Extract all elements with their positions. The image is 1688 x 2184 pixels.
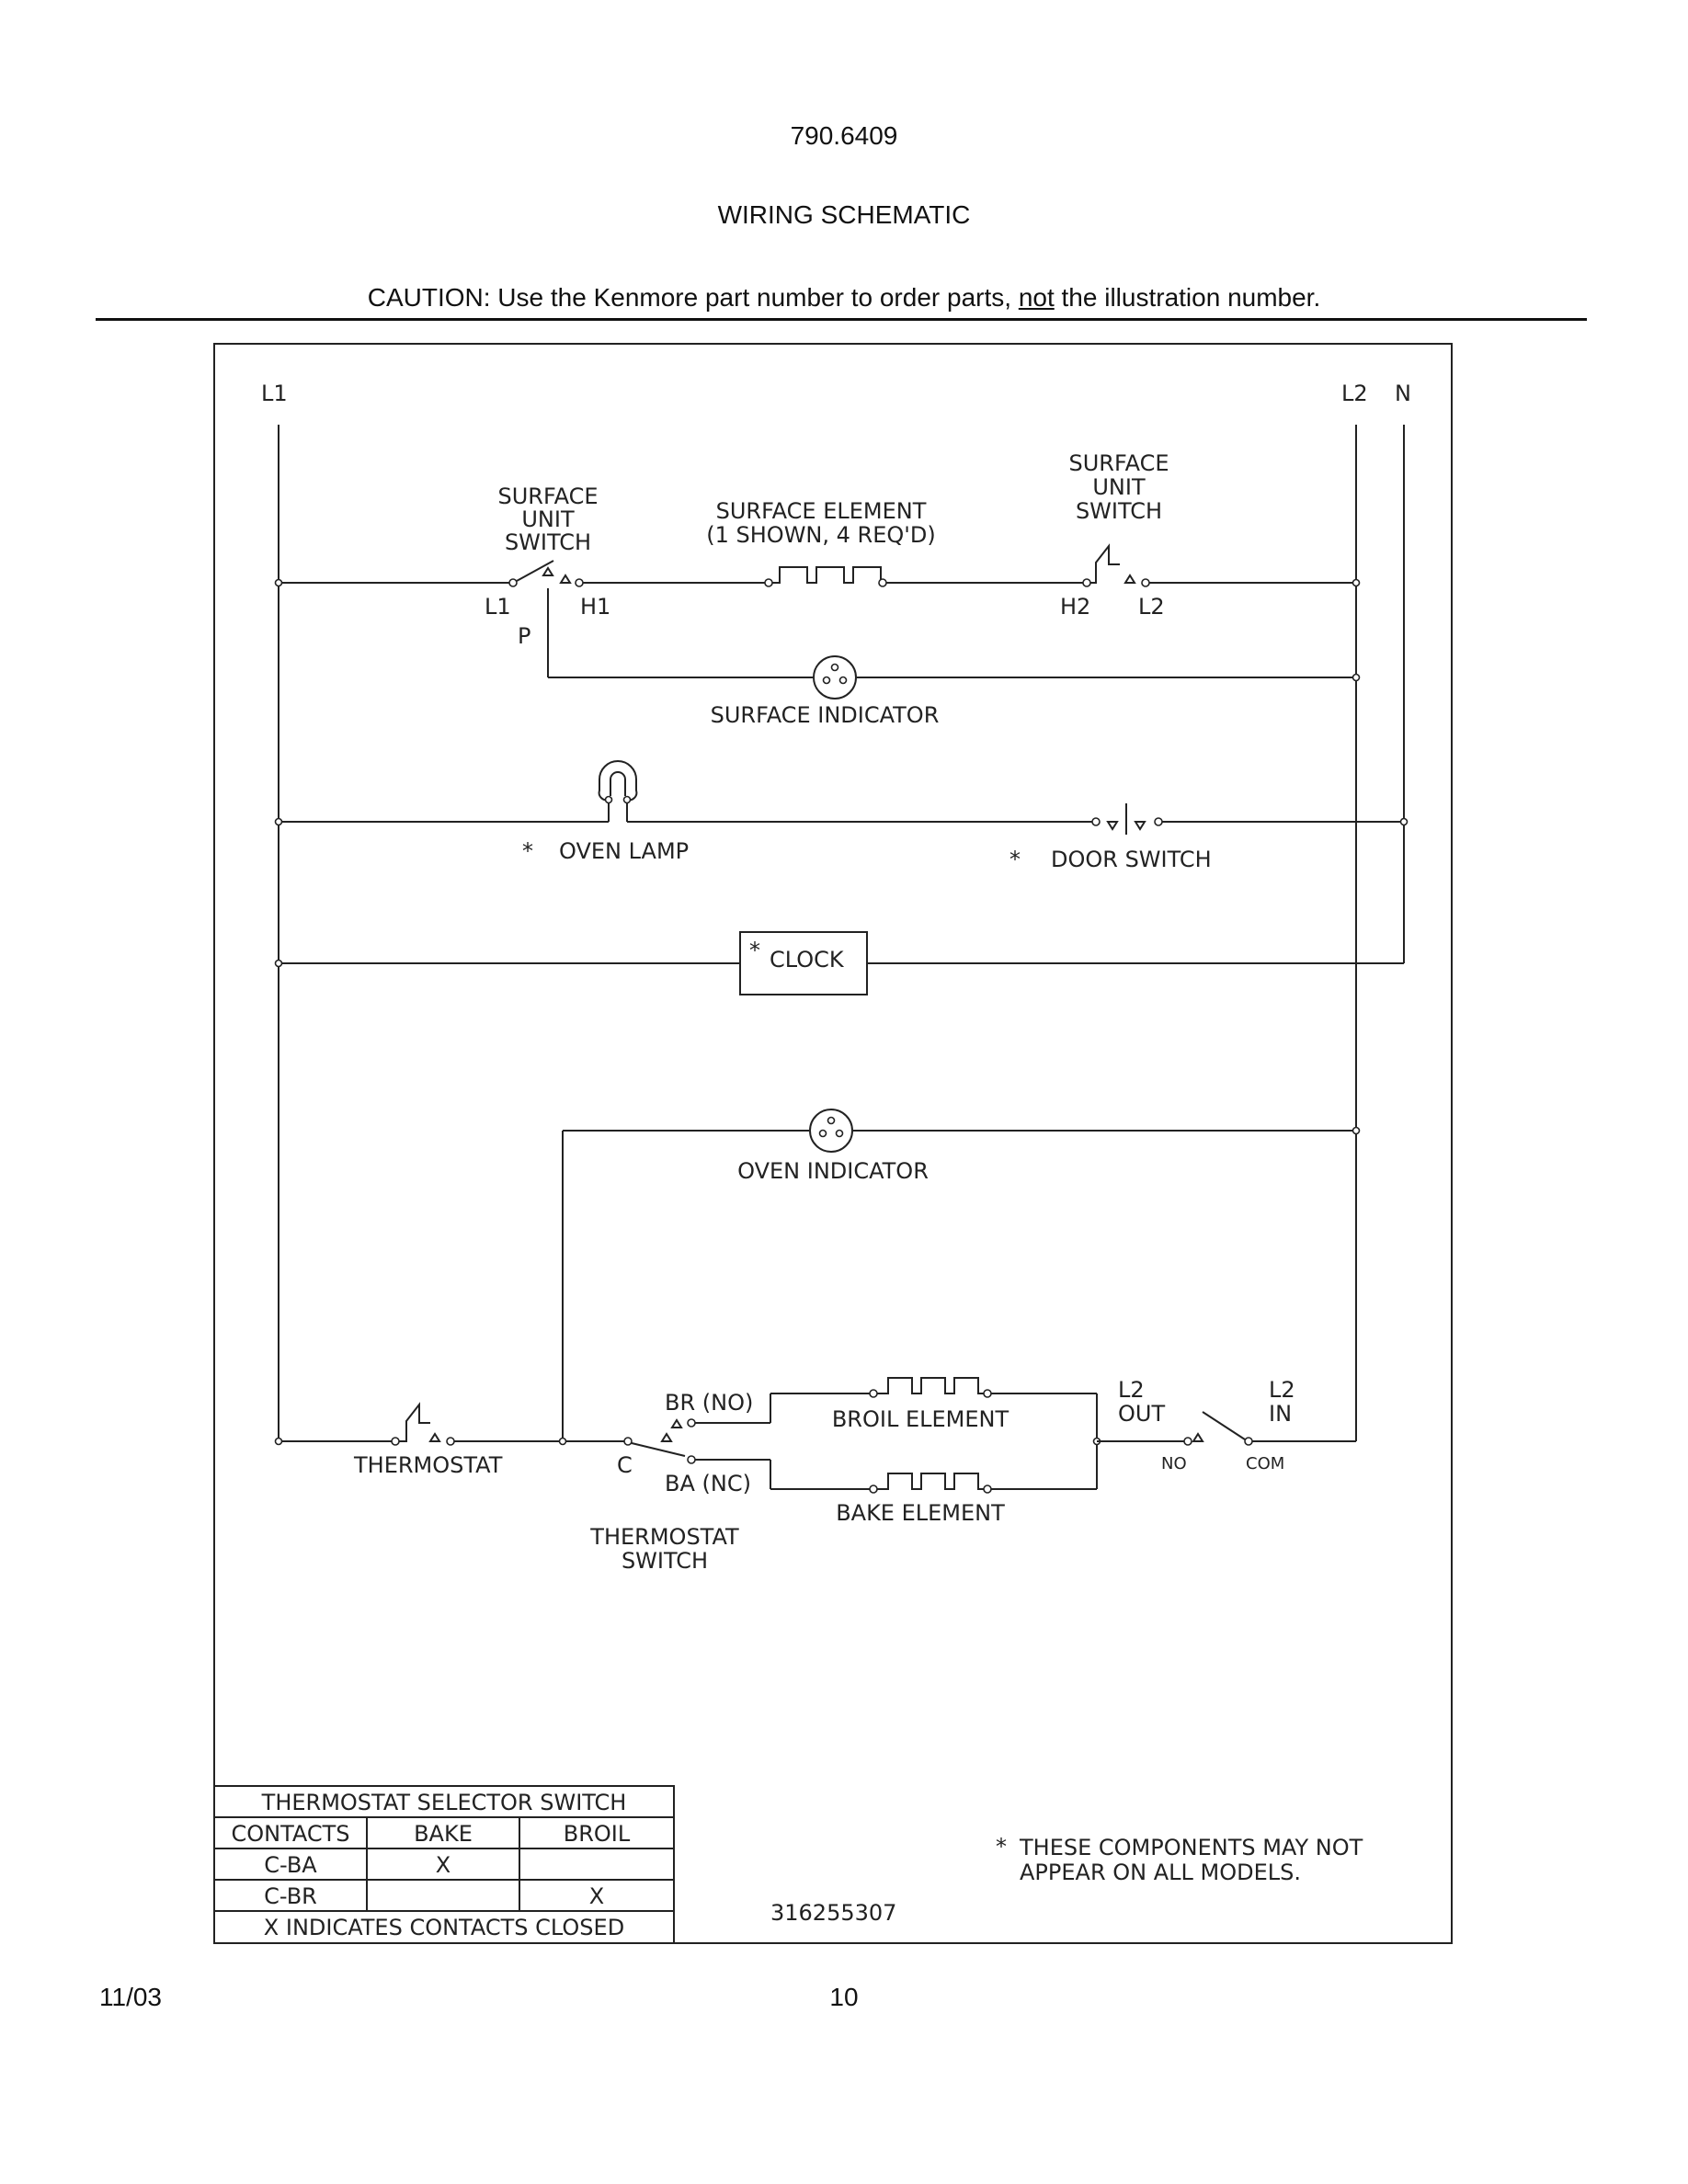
oven-lamp-bulb xyxy=(598,760,638,822)
l2-in-label-1: L2 xyxy=(1269,1377,1295,1403)
thermostat-c-label: C xyxy=(617,1452,633,1478)
thermostat-switch-blade xyxy=(631,1442,686,1457)
oven-indicator-label: OVEN INDICATOR xyxy=(737,1158,929,1184)
header-rule xyxy=(96,318,1587,321)
selector-row1-contacts: C-BA xyxy=(264,1852,317,1878)
surface-element-label-2: (1 SHOWN, 4 REQ'D) xyxy=(706,522,935,548)
l2-out-label-2: OUT xyxy=(1118,1401,1165,1427)
selector-table-footer: X INDICATES CONTACTS CLOSED xyxy=(264,1915,624,1940)
surface-element-label-1: SURFACE ELEMENT xyxy=(716,498,927,524)
note-star: * xyxy=(996,1834,1007,1860)
footer-page-number: 10 xyxy=(829,1983,859,2011)
caution-post: the illustration number. xyxy=(1054,283,1321,312)
switch-terminal-p: P xyxy=(518,623,530,649)
l2-in-label-2: IN xyxy=(1269,1401,1292,1427)
surface-unit-switch-right-label-3: SWITCH xyxy=(1076,498,1162,524)
clock-label: CLOCK xyxy=(770,947,845,973)
ba-nc-label: BA (NC) xyxy=(665,1471,751,1496)
door-switch-label: DOOR SWITCH xyxy=(1051,847,1212,872)
thermostat-selector-table xyxy=(213,1785,675,1944)
selector-header-broil: BROIL xyxy=(564,1821,631,1847)
switch-terminal-h1: H1 xyxy=(580,594,610,620)
thermostat-switch-label-1: THERMOSTAT xyxy=(589,1524,739,1550)
switch-terminal-h2: H2 xyxy=(1060,594,1090,620)
thermostat-switch-label-2: SWITCH xyxy=(622,1548,708,1574)
selector-table-title: THERMOSTAT SELECTOR SWITCH xyxy=(261,1790,627,1815)
relay-com-label: COM xyxy=(1246,1454,1284,1473)
page-title: WIRING SCHEMATIC xyxy=(717,200,971,229)
caution-pre: CAUTION: Use the Kenmore part number to … xyxy=(367,283,1019,312)
note-line-2: APPEAR ON ALL MODELS. xyxy=(1020,1860,1301,1885)
br-no-label: BR (NO) xyxy=(665,1390,753,1416)
thermostat-bimetal xyxy=(399,1402,430,1442)
oven-lamp-label: OVEN LAMP xyxy=(559,838,689,864)
oven-lamp-circuit xyxy=(274,760,1409,835)
selector-header-bake: BAKE xyxy=(414,1821,473,1847)
selector-row2-broil: X xyxy=(589,1883,604,1909)
selector-header-contacts: CONTACTS xyxy=(231,1821,349,1847)
switch-terminal-l1: L1 xyxy=(485,594,511,620)
selector-row1-bake: X xyxy=(436,1852,451,1878)
part-number: 316255307 xyxy=(770,1900,896,1926)
surface-switch-right-bimetal xyxy=(1090,543,1120,584)
note-line-1: THESE COMPONENTS MAY NOT xyxy=(1019,1835,1363,1860)
oven-indicator-lamp xyxy=(809,1109,853,1153)
door-switch-star: * xyxy=(1009,847,1021,872)
surface-unit-switch-left-label-3: SWITCH xyxy=(505,529,591,555)
caution-not: not xyxy=(1018,283,1055,312)
surface-element-coil xyxy=(772,566,888,584)
clock-circuit xyxy=(274,931,1404,995)
model-number: 790.6409 xyxy=(790,121,898,150)
l2-out-label-1: L2 xyxy=(1118,1377,1145,1403)
schematic-frame xyxy=(213,343,1453,1944)
oven-lamp-star: * xyxy=(522,838,533,864)
oven-heating-circuit xyxy=(274,1377,1356,1494)
oven-indicator-circuit xyxy=(562,1109,1361,1441)
relay-contact-blade xyxy=(1202,1411,1246,1440)
surface-unit-switch-right-label-2: UNIT xyxy=(1092,474,1146,500)
bake-element-coil xyxy=(877,1473,987,1490)
surface-indicator-label: SURFACE INDICATOR xyxy=(711,702,940,728)
surface-circuit xyxy=(274,543,1361,700)
bake-element-label: BAKE ELEMENT xyxy=(836,1500,1005,1526)
caution-text: CAUTION: Use the Kenmore part number to … xyxy=(0,283,1688,313)
selector-row2-contacts: C-BR xyxy=(264,1883,317,1909)
surface-indicator-lamp xyxy=(813,655,857,700)
surface-unit-switch-right-label-1: SURFACE xyxy=(1069,450,1169,476)
broil-element-label: BROIL ELEMENT xyxy=(832,1406,1009,1432)
surface-switch-blade-left xyxy=(516,560,554,582)
thermostat-label: THERMOSTAT xyxy=(353,1452,503,1478)
surface-unit-switch-left-label-1: SURFACE xyxy=(498,483,599,509)
footer-date: 11/03 xyxy=(99,1983,162,2011)
switch-terminal-l2: L2 xyxy=(1138,594,1165,620)
relay-no-label: NO xyxy=(1161,1454,1187,1473)
broil-element-coil xyxy=(877,1377,987,1394)
label-n: N xyxy=(1395,381,1411,406)
label-l2: L2 xyxy=(1341,381,1368,406)
surface-unit-switch-left-label-2: UNIT xyxy=(521,506,575,532)
label-l1: L1 xyxy=(261,381,288,406)
clock-star: * xyxy=(749,938,760,963)
